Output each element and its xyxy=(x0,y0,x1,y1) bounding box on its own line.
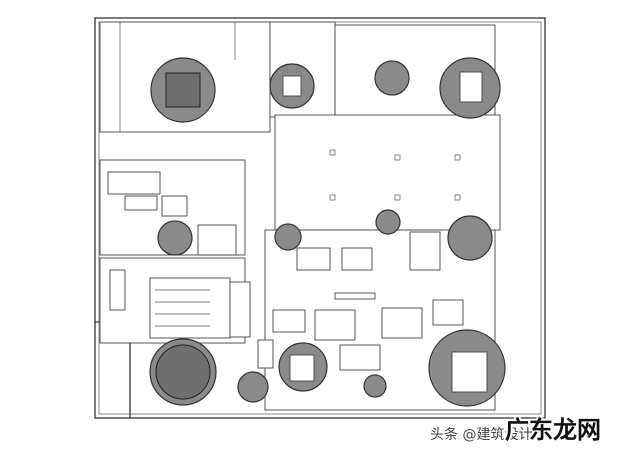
watermark-overlay: 广东龙网 xyxy=(505,416,601,444)
pods xyxy=(149,57,506,407)
watermark-source: 头条 @建筑设计 xyxy=(430,427,533,443)
